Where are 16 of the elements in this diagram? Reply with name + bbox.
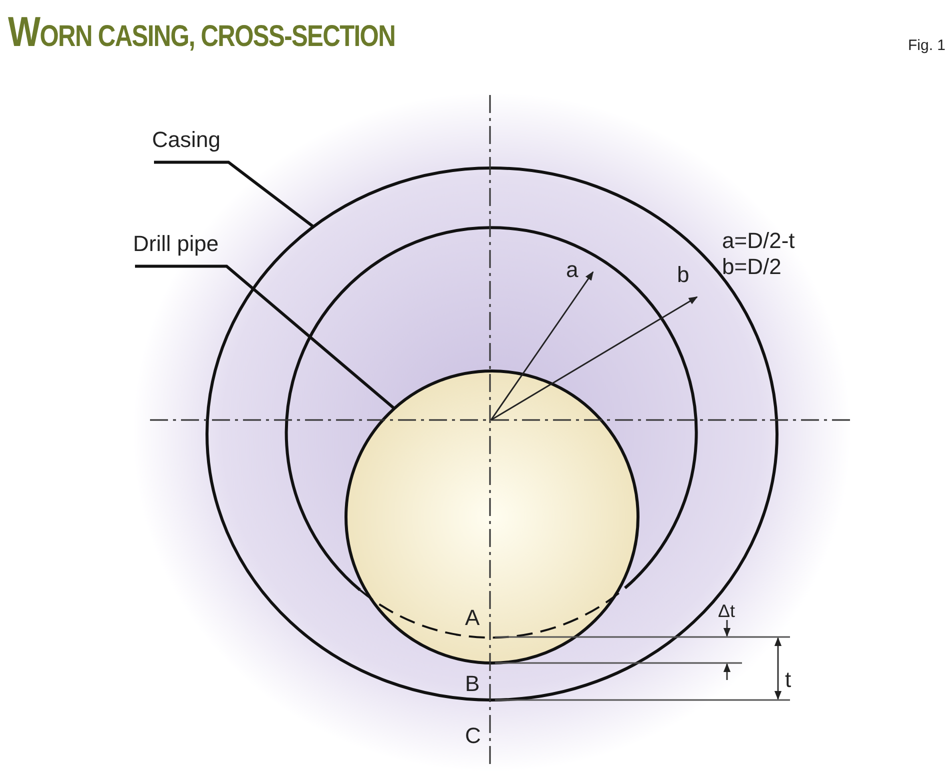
part-label: Drill pipe bbox=[133, 232, 219, 256]
point-label: C bbox=[465, 724, 481, 748]
formula-text: a=D/2-t bbox=[722, 229, 795, 254]
leader-line bbox=[154, 160, 314, 228]
point-label: B bbox=[465, 672, 480, 696]
title: WORN CASING, CROSS-SECTION bbox=[8, 8, 396, 56]
drill-pipe-circle bbox=[344, 370, 640, 664]
formula-text: b=D/2 bbox=[722, 255, 782, 280]
leader-line bbox=[135, 264, 396, 410]
figure-number: Fig. 1 bbox=[908, 38, 946, 54]
dimension-label: t bbox=[785, 668, 792, 692]
dimension-label: Δt bbox=[718, 602, 736, 622]
dimension-label: b bbox=[677, 263, 690, 288]
part-label: Casing bbox=[152, 128, 220, 152]
dimension-label: a bbox=[566, 258, 578, 282]
point-label: A bbox=[465, 606, 480, 630]
